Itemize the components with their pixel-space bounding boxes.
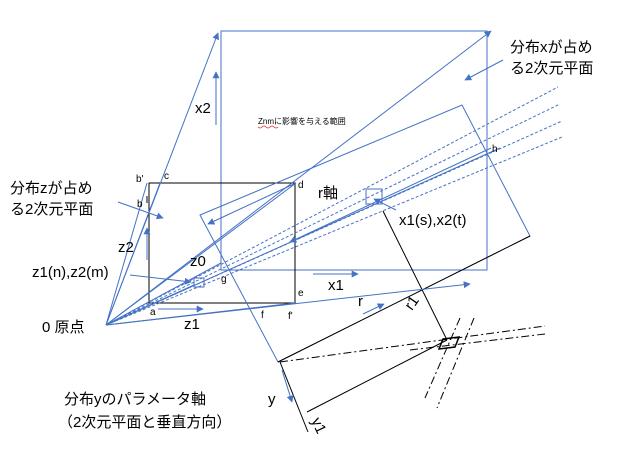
r-arrow [362, 303, 385, 315]
z0-point-box [193, 277, 205, 288]
dashdot-diag-1 [424, 317, 461, 399]
proj-r1 [382, 210, 448, 341]
callout-z-point [129, 274, 192, 285]
influence-squiggle [257, 125, 279, 129]
z2-label: z2 [118, 239, 134, 256]
dashed-ray-3 [105, 120, 563, 326]
letter-a: a [150, 307, 156, 318]
r-label: r [358, 293, 363, 310]
z-point-label: z1(n),z2(m) [32, 264, 109, 281]
dashed-ray-1 [105, 86, 559, 326]
arrow-d-to-plane [207, 182, 297, 225]
letter-e: e [298, 288, 304, 299]
x-plane-label-1: 分布xが占め [510, 39, 593, 56]
letter-f-prime: f' [288, 311, 293, 322]
letter-b-prime: b' [136, 174, 144, 185]
y-axis-label-1: 分布yのパラメータ軸 [64, 391, 206, 408]
z1-label: z1 [184, 316, 200, 333]
ray-to-z0-box [105, 284, 195, 326]
x-point-box [365, 188, 383, 205]
ray-to-g [105, 262, 222, 326]
plane-z-rect [148, 182, 296, 304]
letter-d: d [298, 180, 304, 191]
ray-to-d [105, 182, 297, 326]
letter-f: f [261, 310, 264, 321]
proj-top [277, 235, 531, 363]
r1-label: r1 [401, 293, 423, 314]
ray-to-b [105, 182, 148, 326]
z-plane-label-1: 分布zが占め [10, 180, 93, 197]
letter-c: c [164, 171, 169, 182]
ray-to-e-right [105, 281, 471, 326]
callout-z-plane [117, 201, 164, 220]
x1-label: x1 [328, 277, 344, 294]
letter-b: b [137, 199, 143, 210]
origin-label: 0 原点 [42, 319, 85, 336]
y-label: y [268, 391, 276, 408]
dashdot-horizontal-2 [409, 333, 546, 351]
arrow-h-to-plane [289, 147, 492, 243]
ray-to-top-right [105, 30, 492, 326]
x-point-label: x1(s),x2(t) [399, 212, 467, 229]
z-plane-label-2: る2次元平面 [10, 201, 93, 218]
dashed-ray-4 [105, 136, 563, 326]
dashed-ray-2 [105, 103, 561, 326]
x-plane-label-2: る2次元平面 [510, 60, 593, 77]
r-plane [199, 104, 531, 363]
z0-label: z0 [190, 253, 206, 270]
y1-label: y1 [307, 415, 329, 437]
dashdot-diag-2 [436, 317, 475, 409]
ray-to-c [105, 182, 161, 326]
dashdot-horizontal [279, 325, 546, 363]
y-arrow [281, 369, 294, 403]
letter-h: h [492, 144, 498, 155]
proj-y-axis [279, 361, 309, 433]
callout-x-plane [464, 59, 504, 81]
callout-x-point [373, 198, 397, 211]
r-axis-label: r軸 [318, 185, 338, 202]
y-axis-label-2: （2次元平面と垂直方向） [58, 414, 231, 431]
intersection-cell [437, 336, 461, 350]
proj-bottom [306, 339, 448, 413]
x2-label: x2 [195, 100, 211, 117]
letter-g: g [221, 274, 227, 285]
plane-x-rect [220, 30, 488, 271]
influence-range-label: Znmに影響を与える範囲 [258, 116, 346, 126]
